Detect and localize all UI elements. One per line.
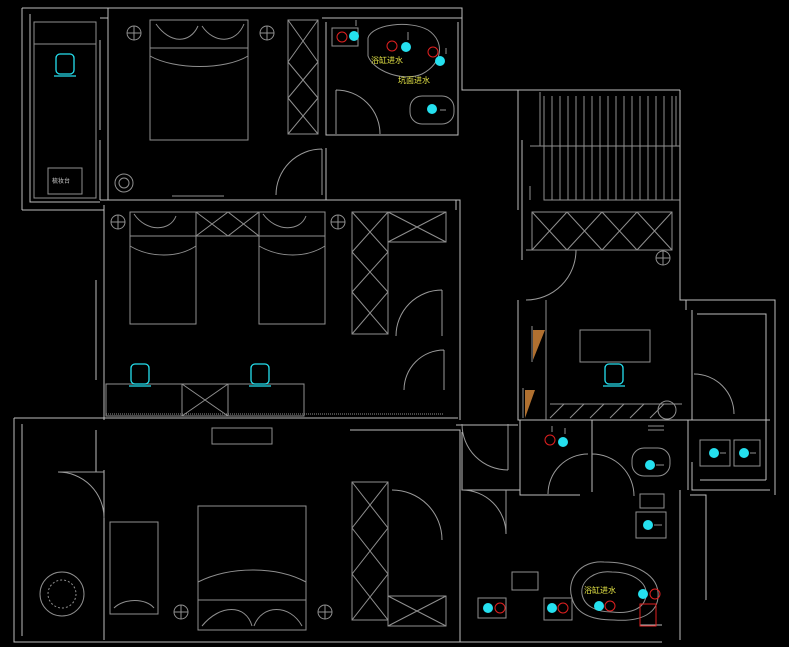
utility-right (699, 439, 761, 467)
chair-icon (54, 53, 76, 77)
water-outlet-icon (594, 601, 604, 611)
water-outlet-icon (643, 520, 653, 530)
bathroom-top: 浴缸进水 坑面进水 (331, 20, 455, 125)
ceiling-lamp-icon (259, 25, 275, 41)
ceiling-lamp-icon (655, 250, 671, 266)
ceiling-lamp-icon (317, 604, 333, 620)
bedroom-middle (105, 211, 447, 445)
doors (57, 89, 735, 541)
bathroom-right: 浴缸进水 (477, 425, 671, 627)
study-top-left: 梳妆台 (33, 21, 134, 199)
water-outlet-icon (427, 104, 437, 114)
water-outlet-icon (558, 437, 568, 447)
bed-top (126, 19, 319, 197)
chair-icon (129, 363, 151, 387)
water-outlet-icon (547, 603, 557, 613)
basin-inlet-label-top: 坑面进水 (398, 75, 430, 85)
tub-inlet-label-bottom: 浴缸进水 (584, 585, 616, 595)
ceiling-lamp-icon (126, 25, 142, 41)
water-outlet-icon (739, 448, 749, 458)
ceiling-lamp-icon (330, 214, 346, 230)
water-outlet-icon (638, 589, 648, 599)
ceiling-lamp-icon (173, 604, 189, 620)
walls (13, 7, 776, 643)
chair-icon (249, 363, 271, 387)
water-outlet-icon (435, 56, 445, 66)
ceiling-lamp-icon (110, 214, 126, 230)
chair-icon (603, 363, 625, 387)
water-outlet-icon (401, 42, 411, 52)
water-outlet-icon (709, 448, 719, 458)
tub-inlet-label-top: 浴缸进水 (371, 55, 403, 65)
water-outlet-icon (349, 31, 359, 41)
stairs-right (522, 92, 682, 420)
wardrobe-tag: 梳妆台 (52, 177, 70, 185)
water-outlet-icon (645, 460, 655, 470)
bedroom-bottom (39, 481, 447, 631)
water-outlet-icon (483, 603, 493, 613)
